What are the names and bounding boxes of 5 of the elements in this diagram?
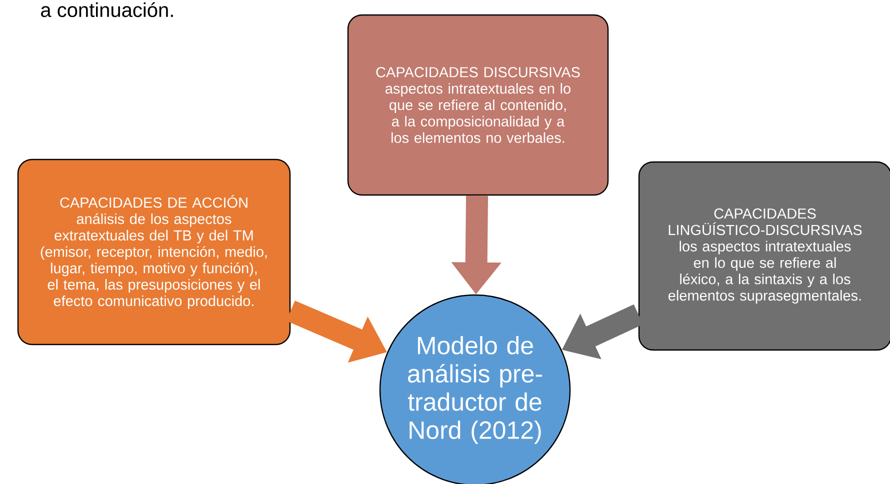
capacity-box: CAPACIDADES DISCURSIVAS aspectos intratextuales en lo que se refiere al contenido, a la composicionalidad y a los elementos no verbales. — [347, 14, 609, 196]
capacity-box: CAPACIDADES DE ACCIÓN análisis de los aspectos extratextuales del TB y del TM (emisor, receptor, intención, medio, lugar, tiempo, motivo y función), el tema, las presuposiciones y el efecto comunicativo producido. — [17, 158, 291, 346]
intro-text: a continuación. — [41, 2, 173, 18]
circle-node: Modelo de análisis pre-traductor de Nord (2012) — [379, 294, 571, 484]
capacity-box: CAPACIDADES LINGÜÍSTICO-DISCURSIVAS los aspectos intratextuales en lo que se refiere al léxico, a la sintaxis y a los elementos suprasegmentales. — [638, 161, 890, 351]
